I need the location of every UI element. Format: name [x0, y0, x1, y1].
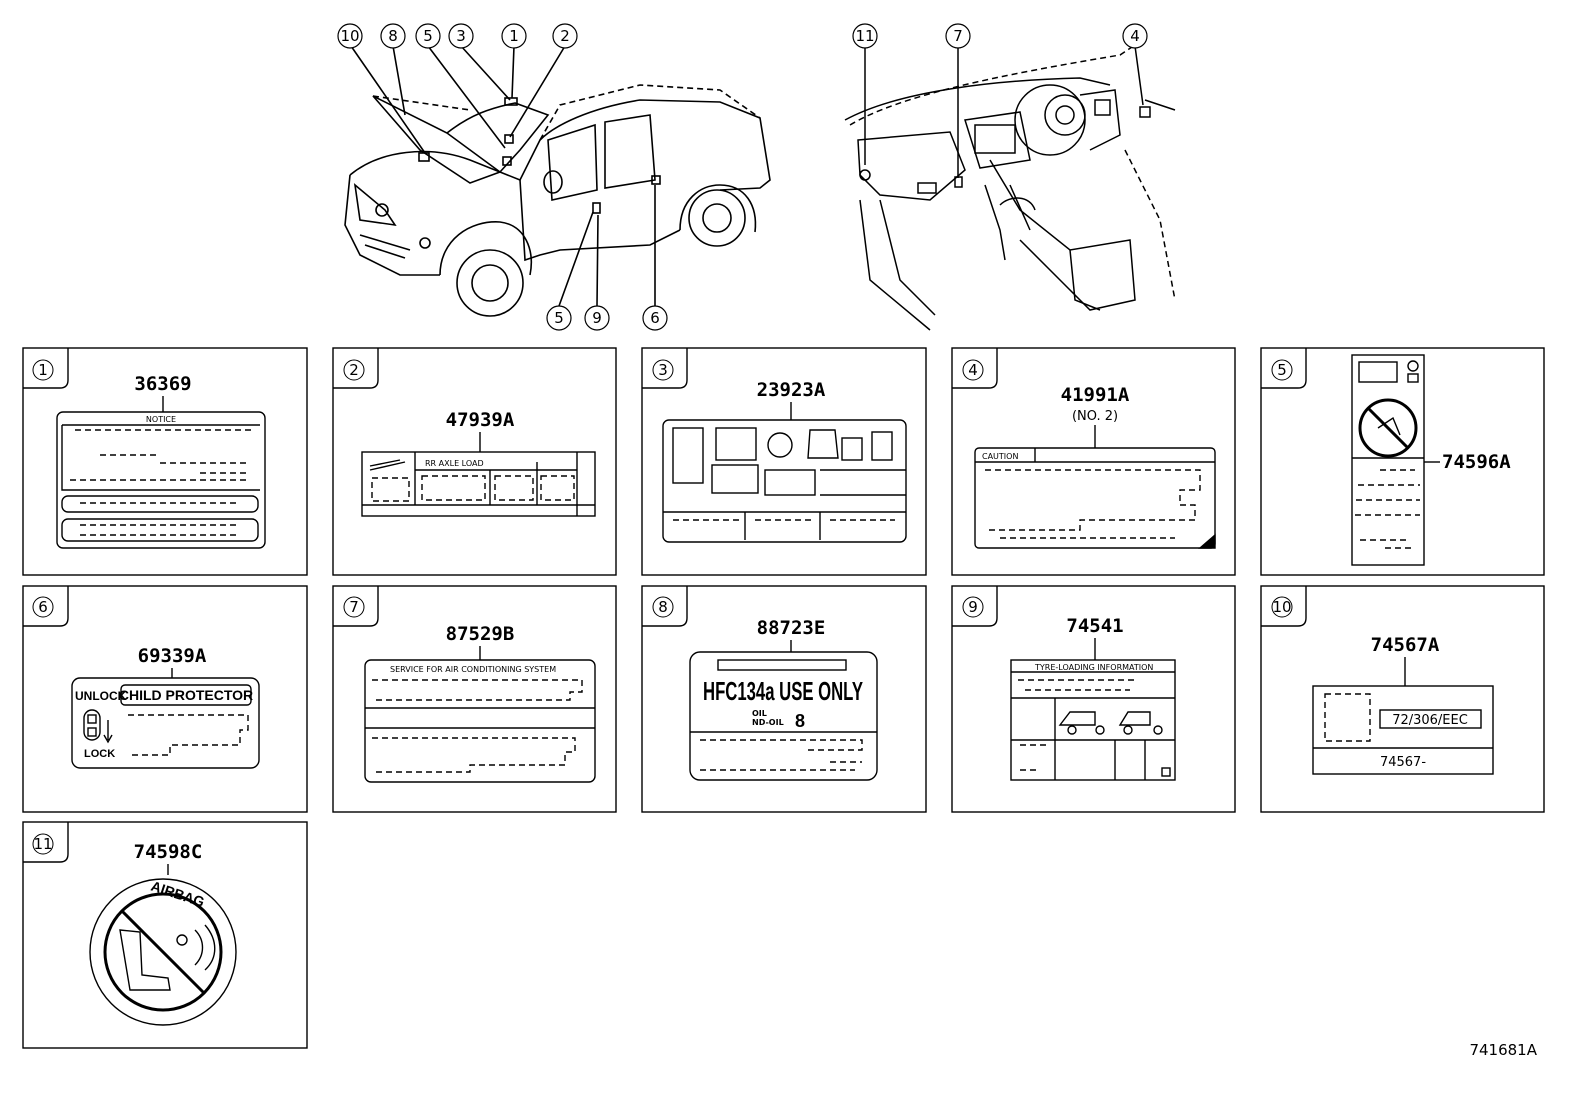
svg-text:UNLOCK: UNLOCK [75, 689, 127, 703]
svg-text:5: 5 [1277, 361, 1287, 379]
svg-text:1: 1 [38, 361, 48, 379]
svg-text:SERVICE FOR AIR CONDITIONING S: SERVICE FOR AIR CONDITIONING SYSTEM [390, 665, 556, 674]
panel-8: 8 88723E HFC134a USE ONLY OIL ND-OIL 8 [641, 585, 927, 813]
panel-9: 9 74541 TYRE-LOADING INFORMATION [951, 585, 1236, 813]
svg-text:72/306/EEC: 72/306/EEC [1392, 713, 1468, 728]
panel-5: 5 74596A [1260, 347, 1545, 576]
svg-text:47939A: 47939A [446, 409, 515, 431]
truck-illustration [344, 45, 771, 317]
svg-text:NOTICE: NOTICE [146, 415, 176, 424]
panel-4: 4 41991A (NO. 2) CAUTION [951, 347, 1236, 576]
svg-text:AIRBAG: AIRBAG [149, 878, 207, 910]
svg-text:11: 11 [33, 835, 52, 853]
interior-illustration [844, 44, 1176, 331]
panel-10: 10 74567A 72/306/EEC 74567- [1260, 585, 1545, 813]
svg-text:8: 8 [658, 598, 668, 616]
svg-text:2: 2 [560, 27, 570, 45]
svg-text:HFC134a USE ONLY: HFC134a USE ONLY [703, 676, 863, 706]
callout-6: 6 [642, 305, 668, 331]
label-panels: 1 36369 NOTICE 2 47939A RR AXLE LOAD [22, 347, 1545, 1049]
panel-3: 3 23923A [641, 347, 927, 576]
svg-text:11: 11 [855, 27, 874, 45]
svg-text:74541: 74541 [1066, 615, 1123, 637]
interior-callouts: 11 7 4 [852, 23, 1148, 49]
svg-text:TYRE-LOADING INFORMATION: TYRE-LOADING INFORMATION [1034, 663, 1153, 672]
svg-text:1: 1 [509, 27, 519, 45]
svg-text:8: 8 [388, 27, 398, 45]
svg-text:CHILD PROTECTOR: CHILD PROTECTOR [119, 687, 253, 703]
svg-text:10: 10 [1272, 598, 1291, 616]
svg-text:9: 9 [592, 309, 602, 327]
callout-5b: 5 [546, 305, 572, 331]
svg-text:3: 3 [658, 361, 668, 379]
svg-text:23923A: 23923A [757, 379, 826, 401]
callout-3: 3 [448, 23, 474, 49]
svg-text:36369: 36369 [134, 373, 191, 395]
panel-11: 11 74598C AIRBAG [22, 821, 308, 1049]
svg-text:OIL: OIL [752, 709, 767, 718]
svg-text:8: 8 [795, 711, 805, 731]
svg-text:RR AXLE LOAD: RR AXLE LOAD [425, 459, 484, 468]
svg-text:5: 5 [554, 309, 564, 327]
callout-7: 7 [945, 23, 971, 49]
svg-text:ND-OIL: ND-OIL [752, 718, 784, 727]
svg-text:10: 10 [340, 27, 359, 45]
callout-11: 11 [852, 23, 878, 49]
callout-10: 10 [337, 23, 363, 49]
svg-text:41991A: 41991A [1061, 384, 1130, 406]
svg-text:7: 7 [953, 27, 963, 45]
svg-text:7: 7 [349, 598, 359, 616]
truck-callouts: 10 8 5 3 1 2 5 9 6 [337, 23, 668, 331]
svg-text:87529B: 87529B [446, 623, 515, 645]
svg-text:9: 9 [968, 598, 978, 616]
diagram-ref: 741681A [1469, 1041, 1537, 1059]
svg-text:4: 4 [1130, 27, 1140, 45]
svg-text:LOCK: LOCK [84, 748, 115, 760]
svg-text:6: 6 [38, 598, 48, 616]
panel-6: 6 69339A UNLOCK CHILD PROTECTOR LOCK [22, 585, 308, 813]
callout-1: 1 [501, 23, 527, 49]
callout-8: 8 [380, 23, 406, 49]
svg-text:74598C: 74598C [134, 841, 203, 863]
svg-text:74596A: 74596A [1442, 451, 1511, 473]
svg-text:74567A: 74567A [1371, 634, 1440, 656]
panel-2: 2 47939A RR AXLE LOAD [332, 347, 617, 576]
callout-2: 2 [552, 23, 578, 49]
svg-text:74567-: 74567- [1380, 755, 1426, 770]
panel-7: 7 87529B SERVICE FOR AIR CONDITIONING SY… [332, 585, 617, 813]
svg-text:6: 6 [650, 309, 660, 327]
svg-text:CAUTION: CAUTION [982, 452, 1018, 461]
callout-4: 4 [1122, 23, 1148, 49]
svg-text:69339A: 69339A [138, 645, 207, 667]
svg-text:88723E: 88723E [757, 617, 826, 639]
svg-text:(NO. 2): (NO. 2) [1072, 409, 1118, 424]
callout-5: 5 [415, 23, 441, 49]
svg-text:5: 5 [423, 27, 433, 45]
callout-9: 9 [584, 305, 610, 331]
svg-text:3: 3 [456, 27, 466, 45]
svg-text:4: 4 [968, 361, 978, 379]
svg-text:2: 2 [349, 361, 359, 379]
panel-1: 1 36369 NOTICE [22, 347, 308, 576]
